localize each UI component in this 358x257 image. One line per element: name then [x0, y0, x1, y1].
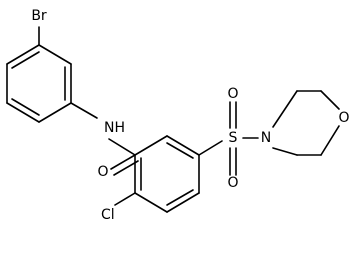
bond	[6, 102, 40, 123]
bond	[11, 51, 40, 69]
bond	[272, 90, 298, 128]
morpholine-ring	[272, 90, 340, 156]
bond-c-o-2	[113, 160, 139, 176]
sulfur-label: S	[229, 130, 238, 146]
bromine-label: Br	[31, 8, 47, 24]
bromophenyl-ring	[6, 44, 72, 123]
bond-c-cl	[114, 192, 136, 206]
bond	[11, 98, 40, 116]
sulfonyl-oxygen-top-label: O	[227, 86, 238, 102]
amide-nitrogen-label: NH	[104, 120, 125, 136]
bond-n-c	[108, 138, 136, 156]
bond	[38, 102, 72, 123]
chlorine-label: Cl	[101, 207, 115, 223]
bond-c-o-1	[110, 154, 136, 170]
morpholine-oxygen-label: O	[338, 110, 349, 126]
bond	[6, 44, 40, 65]
bond	[38, 44, 72, 65]
bond-c-s	[198, 140, 223, 156]
sulfonyl-oxygen-bottom-label: O	[227, 175, 238, 191]
bond	[166, 135, 200, 156]
carbonyl-oxygen-label: O	[97, 164, 108, 180]
bond	[272, 147, 298, 156]
bond	[134, 192, 168, 213]
bond	[166, 192, 200, 213]
bond	[320, 90, 340, 110]
chlorobenzene-ring	[134, 135, 200, 213]
bond	[166, 189, 194, 206]
bond-c-n	[70, 102, 98, 119]
bond	[320, 125, 340, 156]
bond	[166, 142, 194, 159]
morpholine-nitrogen-label: N	[261, 130, 271, 146]
bond	[134, 135, 168, 156]
